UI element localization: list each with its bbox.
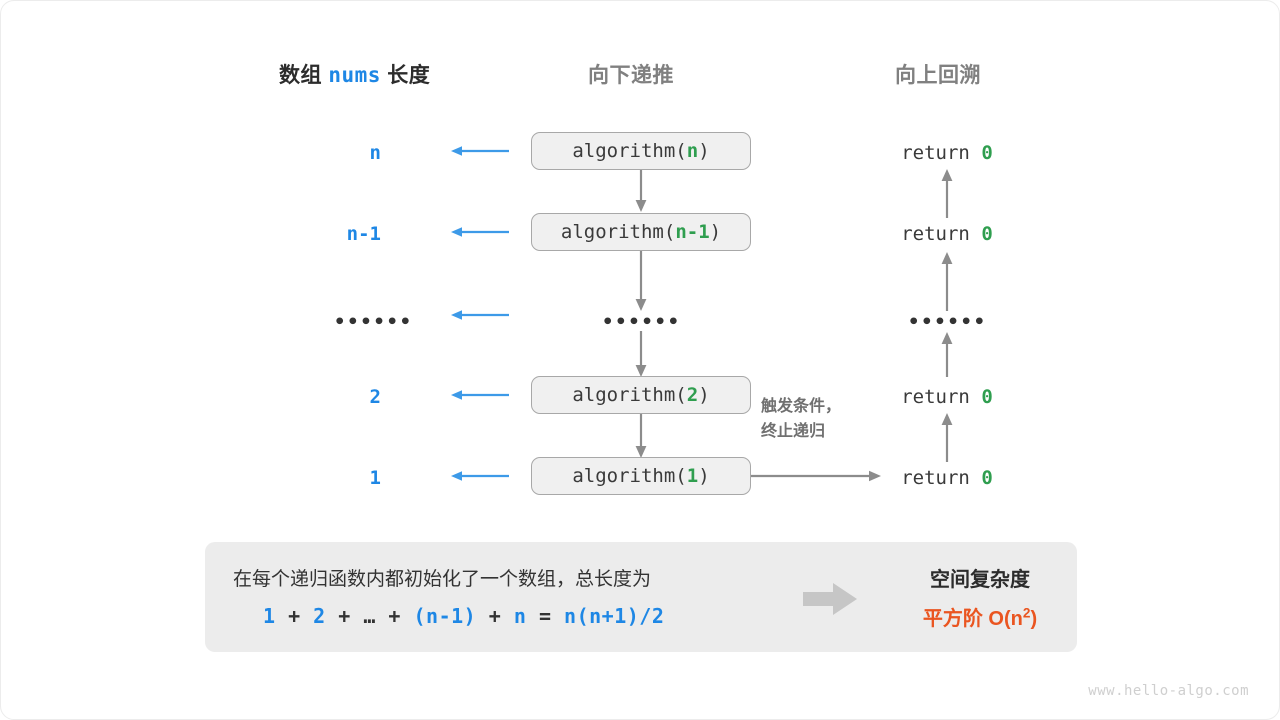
call-box-name-row-2: algorithm (560, 221, 664, 243)
return-keyword-row-1: return (901, 142, 970, 164)
summary-description: 在每个递归函数内都初始化了一个数组，总长度为 (233, 569, 652, 590)
call-box-arg-row-2: n-1 (675, 221, 710, 243)
formula-result: n(n+1)/2 (564, 604, 665, 628)
column-header-array-length: 数组 nums 长度 (279, 59, 430, 89)
call-box-row-2[interactable]: algorithm(n-1) (531, 213, 751, 251)
blue-arrow-row-2 (451, 227, 509, 237)
header-left-code: nums (328, 63, 381, 87)
return-value-row-1: 0 (981, 142, 993, 164)
formula-op-4: + (476, 604, 514, 628)
complexity-prefix: 平方阶 O(n (922, 608, 1023, 630)
call-box-arg-row-1: n (686, 140, 699, 162)
summary-formula: 1 + 2 + … + (n-1) + n = n(n+1)/2 (263, 604, 664, 628)
call-box-name-row-1: algorithm (572, 140, 676, 162)
length-label-row-4: 2 (369, 386, 381, 408)
return-value-row-5: 0 (981, 467, 993, 489)
header-left-prefix: 数组 (279, 64, 322, 87)
complexity-exponent: 2 (1022, 605, 1031, 621)
summary-result-value: 平方阶 O(n2) (885, 602, 1075, 631)
summary-result-title: 空间复杂度 (930, 569, 1030, 591)
return-label-row-4: return 0 (867, 386, 1027, 408)
down-arrow-1-to-2 (635, 170, 647, 212)
formula-term-4: n (513, 604, 527, 628)
down-arrow-4-to-5 (635, 414, 647, 458)
formula-op-1: + (275, 604, 314, 628)
watermark: www.hello-algo.com (1088, 683, 1249, 699)
call-ellipsis-row-3: •••••• (601, 311, 681, 333)
up-arrow-2-to-1 (941, 169, 953, 218)
return-ellipsis-row-3: •••••• (907, 311, 987, 333)
return-keyword-row-2: return (901, 223, 970, 245)
formula-ellipsis: … (363, 604, 376, 628)
blue-arrow-row-1 (451, 146, 509, 156)
call-box-row-4[interactable]: algorithm(2) (531, 376, 751, 414)
length-label-row-2: n-1 (346, 223, 381, 245)
base-case-note-line-2: 终止递归 (761, 422, 826, 440)
column-header-backtrack-up: 向上回溯 (895, 64, 981, 87)
call-box-arg-row-5: 1 (686, 465, 699, 487)
down-arrow-3-to-4 (635, 331, 647, 377)
call-box-arg-row-4: 2 (686, 384, 699, 406)
return-label-row-1: return 0 (867, 142, 1027, 164)
length-label-row-1: n (369, 142, 381, 164)
return-keyword-row-4: return (901, 386, 970, 408)
base-case-arrow (751, 470, 881, 482)
blue-arrow-row-4 (451, 390, 509, 400)
call-box-row-5[interactable]: algorithm(1) (531, 457, 751, 495)
base-case-note-line-1: 触发条件， (761, 398, 842, 415)
formula-term-3: (n-1) (413, 604, 477, 628)
return-label-row-2: return 0 (867, 223, 1027, 245)
summary-panel: 在每个递归函数内都初始化了一个数组，总长度为 1 + 2 + … + (n-1)… (205, 542, 1077, 652)
formula-term-2: 2 (313, 604, 326, 628)
right-block-arrow-icon (803, 583, 857, 615)
complexity-suffix: ) (1030, 608, 1038, 630)
return-value-row-4: 0 (981, 386, 993, 408)
call-box-name-row-4: algorithm (572, 384, 676, 406)
up-arrow-3-to-2 (941, 252, 953, 311)
up-arrow-4-to-3 (941, 332, 953, 377)
blue-arrow-row-5 (451, 471, 509, 481)
formula-term-1: 1 (263, 604, 276, 628)
formula-equals: = (526, 604, 565, 628)
up-arrow-5-to-4 (941, 413, 953, 462)
formula-op-3: + (375, 604, 414, 628)
return-label-row-5: return 0 (867, 467, 1027, 489)
return-value-row-2: 0 (981, 223, 993, 245)
call-box-row-1[interactable]: algorithm(n) (531, 132, 751, 170)
length-ellipsis-row-3: •••••• (333, 311, 413, 333)
length-label-row-5: 1 (369, 467, 381, 489)
column-header-recurse-down: 向下递推 (588, 64, 674, 87)
blue-arrow-row-3 (451, 310, 509, 320)
return-keyword-row-5: return (901, 467, 970, 489)
base-case-note: 触发条件， 终止递归 (761, 395, 841, 445)
header-left-suffix: 长度 (387, 64, 431, 87)
down-arrow-2-to-3 (635, 251, 647, 311)
formula-op-2: + (325, 604, 364, 628)
call-box-name-row-5: algorithm (572, 465, 676, 487)
